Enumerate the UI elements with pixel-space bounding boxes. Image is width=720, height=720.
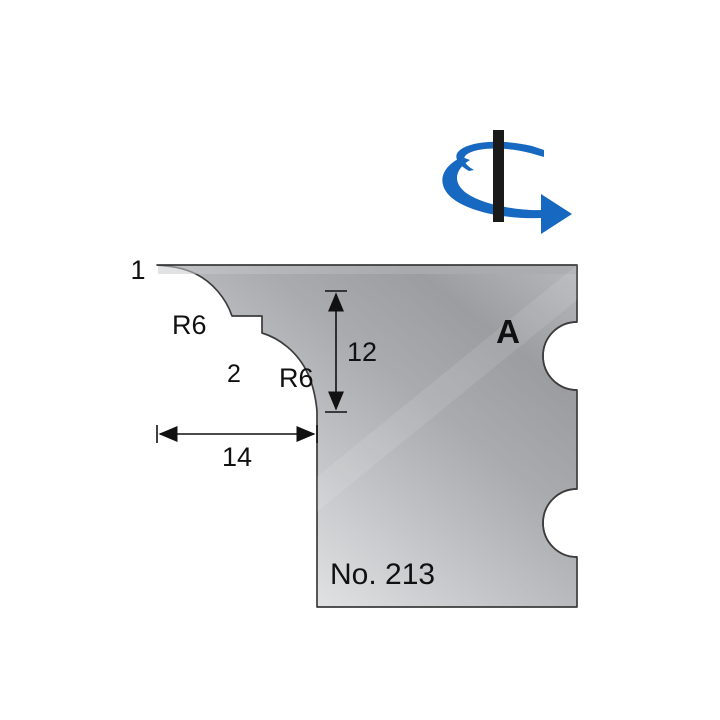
dimension-step-label: 2 [227,360,241,388]
dimension-vertical-label: 12 [347,337,377,367]
dimension-vertical-12: 12 [325,290,377,413]
dimension-upper-radius-label: R6 [172,310,207,340]
dimension-upper-radius: R6 [172,310,207,340]
rotation-arrow-back-loop [456,141,544,171]
rotation-direction-arrow [442,130,572,234]
face-label-a: A [496,313,520,350]
cutout-upper-circle [542,321,578,391]
dimension-lower-radius-label: R6 [279,363,314,393]
part-number-label: No. 213 [330,558,435,591]
dimension-step: 2 [227,360,241,388]
cutout-lower-circle [542,488,578,558]
spindle-axis-bar [493,130,504,222]
blade-edge-cutouts [542,321,578,558]
dimension-horizontal-label: 14 [222,442,252,472]
dimension-top-flat: 1 [130,255,145,285]
dimension-top-flat-label: 1 [130,255,145,285]
rotation-arrow-front-sweep [442,157,572,234]
blade-top-highlight [158,266,576,274]
dimension-horizontal-14: 14 [156,425,318,472]
spindle-axis-bar-front [493,196,504,222]
dimension-lower-radius: R6 [279,363,314,393]
